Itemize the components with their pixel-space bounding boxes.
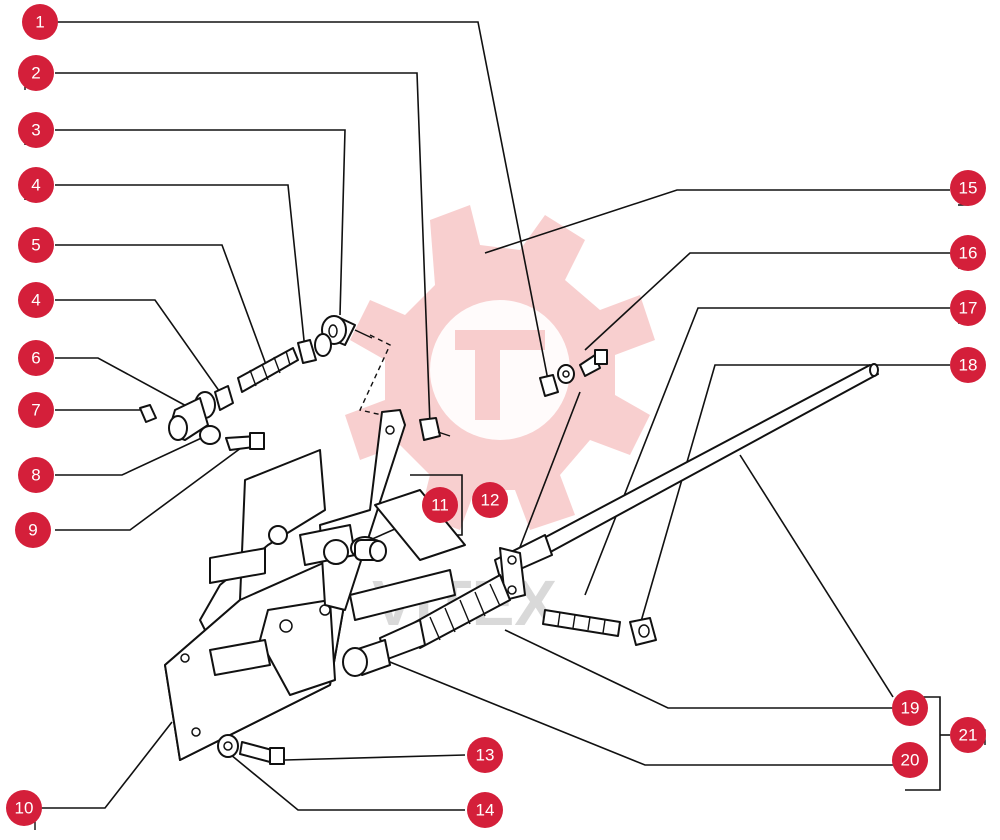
svg-text:2: 2 bbox=[31, 64, 40, 83]
callout-16: 16 bbox=[950, 235, 986, 271]
bushing-part bbox=[350, 536, 387, 562]
cable-assembly bbox=[342, 363, 879, 677]
svg-text:10: 10 bbox=[15, 799, 34, 818]
callout-13: 13 bbox=[467, 737, 503, 773]
svg-text:17: 17 bbox=[959, 299, 978, 318]
callout-19: 19 bbox=[892, 690, 928, 726]
callout-5: 5 bbox=[18, 227, 54, 263]
callout-1: 1 bbox=[22, 4, 58, 40]
callout-6: 6 bbox=[18, 340, 54, 376]
svg-text:3: 3 bbox=[31, 121, 40, 140]
callout-9: 9 bbox=[15, 512, 51, 548]
callout-20: 20 bbox=[892, 742, 928, 778]
svg-text:20: 20 bbox=[901, 751, 920, 770]
right-fasteners bbox=[539, 349, 657, 646]
mounting-plate bbox=[164, 449, 346, 761]
svg-text:6: 6 bbox=[31, 349, 40, 368]
callout-21: 21 bbox=[950, 717, 986, 753]
callout-18: 18 bbox=[950, 347, 986, 383]
svg-text:5: 5 bbox=[31, 236, 40, 255]
svg-text:18: 18 bbox=[959, 356, 978, 375]
linkage-rod-assembly bbox=[139, 315, 451, 451]
callout-17: 17 bbox=[950, 290, 986, 326]
callout-10: 10 bbox=[6, 790, 42, 826]
svg-text:19: 19 bbox=[901, 699, 920, 718]
lever-arm bbox=[299, 409, 466, 611]
svg-text:21: 21 bbox=[959, 726, 978, 745]
callout-4-lower: 4 bbox=[18, 282, 54, 318]
svg-text:8: 8 bbox=[31, 466, 40, 485]
svg-text:16: 16 bbox=[959, 244, 978, 263]
svg-text:9: 9 bbox=[28, 521, 37, 540]
leader-lines bbox=[40, 21, 950, 811]
svg-text:15: 15 bbox=[959, 179, 978, 198]
svg-text:7: 7 bbox=[31, 401, 40, 420]
callout-14: 14 bbox=[467, 792, 503, 828]
callout-15: 15 bbox=[950, 170, 986, 206]
bottom-fasteners bbox=[217, 734, 285, 765]
svg-text:14: 14 bbox=[476, 801, 495, 820]
svg-text:4: 4 bbox=[31, 176, 40, 195]
callout-12: 12 bbox=[472, 482, 508, 518]
callout-11: 11 bbox=[422, 487, 458, 523]
callout-2: 2 bbox=[18, 55, 54, 91]
svg-text:1: 1 bbox=[35, 13, 44, 32]
callout-3: 3 bbox=[18, 112, 54, 148]
svg-text:13: 13 bbox=[476, 746, 495, 765]
watermark-gear-logo bbox=[345, 205, 655, 530]
svg-text:11: 11 bbox=[431, 496, 449, 515]
callout-8: 8 bbox=[18, 457, 54, 493]
svg-text:12: 12 bbox=[481, 491, 500, 510]
svg-text:4: 4 bbox=[31, 291, 40, 310]
callout-4-upper: 4 bbox=[18, 167, 54, 203]
callout-7: 7 bbox=[18, 392, 54, 428]
